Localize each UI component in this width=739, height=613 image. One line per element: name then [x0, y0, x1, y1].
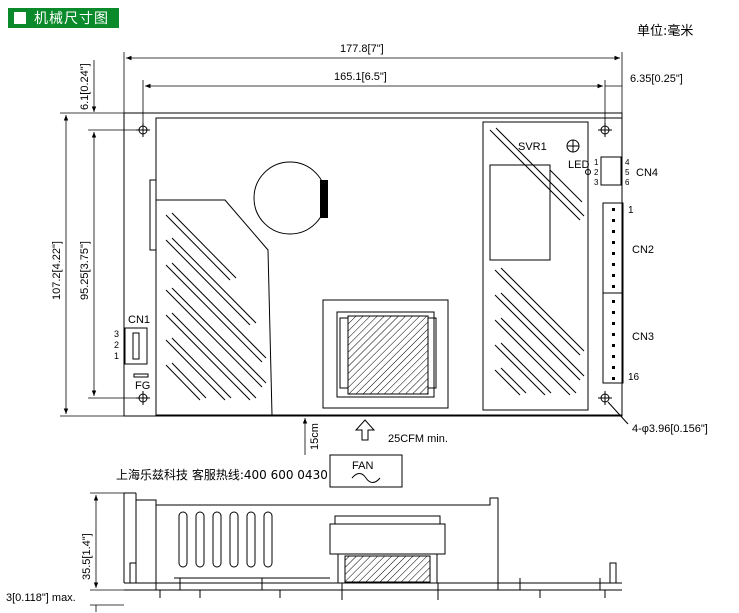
cn2-cn3-connector	[602, 202, 624, 384]
label-pin-max: 3[0.118"] max.	[6, 592, 76, 604]
mounting-holes	[136, 123, 629, 425]
cn1-pin-1: 1	[114, 351, 119, 361]
cn4-pin-2: 2	[594, 168, 599, 177]
side-pins	[159, 590, 606, 598]
label-cn4: CN4	[636, 167, 658, 179]
cn1-pin-2: 2	[114, 340, 119, 350]
cn4-pin-5: 5	[625, 168, 630, 177]
label-hole-spacing-width: 165.1[6.5"]	[334, 71, 387, 83]
cn1-connector	[124, 327, 148, 365]
left-heatsink-slots	[165, 212, 267, 401]
label-overall-width: 177.8[7"]	[340, 43, 384, 55]
label-fan: FAN	[352, 460, 373, 472]
transformer-side	[329, 515, 446, 600]
cn4-pin-4: 4	[625, 158, 630, 167]
dim-overall-width	[123, 52, 623, 115]
right-heatsink-slots	[489, 127, 585, 396]
airflow-arrow-icon	[354, 419, 376, 441]
label-fg: FG	[135, 380, 150, 392]
board-top-view	[123, 112, 623, 417]
fan-icon	[351, 473, 381, 483]
label-led: LED	[568, 159, 589, 171]
board-side-view	[123, 492, 622, 591]
cn1-pin-3: 3	[114, 329, 119, 339]
label-airflow: 25CFM min.	[388, 433, 448, 445]
label-overall-height: 107.2[4.22"]	[51, 241, 63, 300]
side-heatsink-fins	[178, 511, 273, 568]
led-icon	[585, 169, 591, 175]
label-right-offset: 6.35[0.25"]	[630, 73, 683, 85]
unit-label: 单位:毫米	[637, 24, 694, 39]
fan-box	[329, 454, 403, 488]
label-svr1: SVR1	[518, 141, 547, 153]
svr1-potentiometer-icon	[566, 139, 580, 153]
header-title: 机械尺寸图	[34, 11, 109, 27]
fg-terminal	[133, 373, 149, 378]
label-cn2: CN2	[632, 244, 654, 256]
label-cn1: CN1	[128, 314, 150, 326]
section-header: 机械尺寸图	[8, 8, 119, 28]
cn1-slot	[132, 332, 140, 360]
label-profile-height: 35.5[1.4"]	[81, 533, 93, 580]
dim-vertical	[60, 60, 140, 417]
cn3-pin-last: 16	[628, 372, 640, 383]
label-fan-clearance: 15cm	[309, 423, 321, 450]
label-cn3: CN3	[632, 331, 654, 343]
label-hole-spec: 4-φ3.96[0.156"]	[632, 423, 708, 435]
cn4-connector	[600, 156, 622, 186]
transformer-top	[322, 299, 449, 409]
label-top-offset: 6.1[0.24"]	[79, 63, 91, 110]
cn4-pin-6: 6	[625, 178, 630, 187]
hotline-text: 上海乐兹科技 客服热线:400 600 0430	[116, 468, 328, 482]
label-hole-spacing-height: 95.25[3.75"]	[79, 241, 91, 300]
capacitor	[253, 161, 328, 235]
cn2-cn3-pins	[612, 208, 615, 380]
dim-side	[90, 492, 124, 612]
header-square-icon	[14, 12, 26, 24]
cn2-pin-first: 1	[628, 205, 634, 216]
cn4-pin-1: 1	[594, 158, 599, 167]
cn4-pin-3: 3	[594, 178, 599, 187]
